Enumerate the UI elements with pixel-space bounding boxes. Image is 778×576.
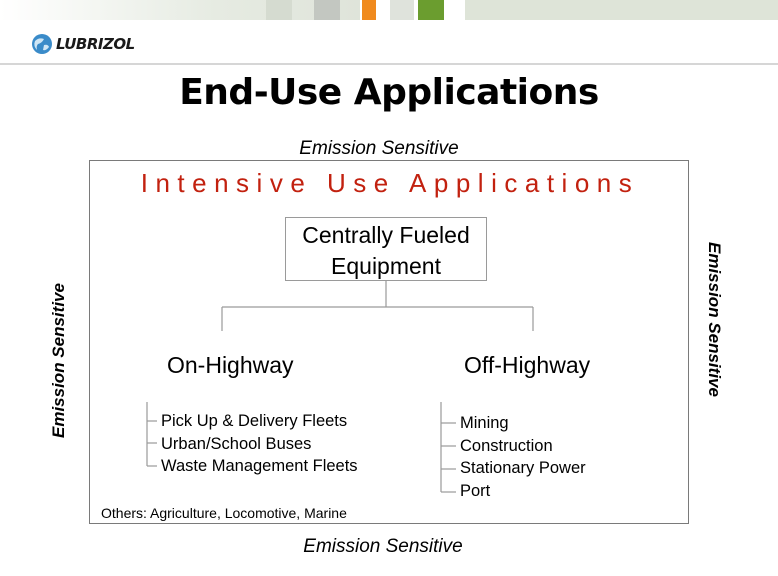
list-item: Stationary Power [460,459,586,477]
root-node: Centrally Fueled Equipment [285,217,487,281]
header-block [314,0,340,20]
branch-off-highway: Off-Highway [464,352,591,378]
diagram-frame [89,160,689,524]
emission-label-top: Emission Sensitive [299,138,459,159]
list-item: Pick Up & Delivery Fleets [161,412,348,430]
emission-label-bottom: Emission Sensitive [303,536,463,557]
diagram-heading: Intensive Use Applications [140,168,640,198]
header-block-orange [362,0,376,20]
header-block [390,0,414,20]
page-title: End-Use Applications [179,72,599,113]
header-bar-right [465,0,778,20]
list-item: Mining [460,414,509,432]
logo-wordmark: LUBRIZOL [56,35,135,53]
footnote: Others: Agriculture, Locomotive, Marine [101,505,347,521]
list-item: Waste Management Fleets [161,457,358,475]
header-block-green [418,0,444,20]
globe-icon [32,34,52,54]
header-divider [0,63,778,65]
header-block [266,0,292,20]
list-item: Port [460,481,491,500]
off-highway-list: Mining Construction Stationary Power Por… [460,412,586,502]
list-item: Construction [460,436,553,455]
on-highway-list: Pick Up & Delivery Fleets Urban/School B… [161,410,358,478]
list-item: Urban/School Buses [161,434,312,453]
header-strip [0,0,778,20]
branch-on-highway: On-Highway [167,352,294,378]
root-node-line1: Centrally Fueled [302,222,470,248]
root-node-line2: Equipment [331,253,441,279]
lubrizol-logo: LUBRIZOL [30,30,135,58]
